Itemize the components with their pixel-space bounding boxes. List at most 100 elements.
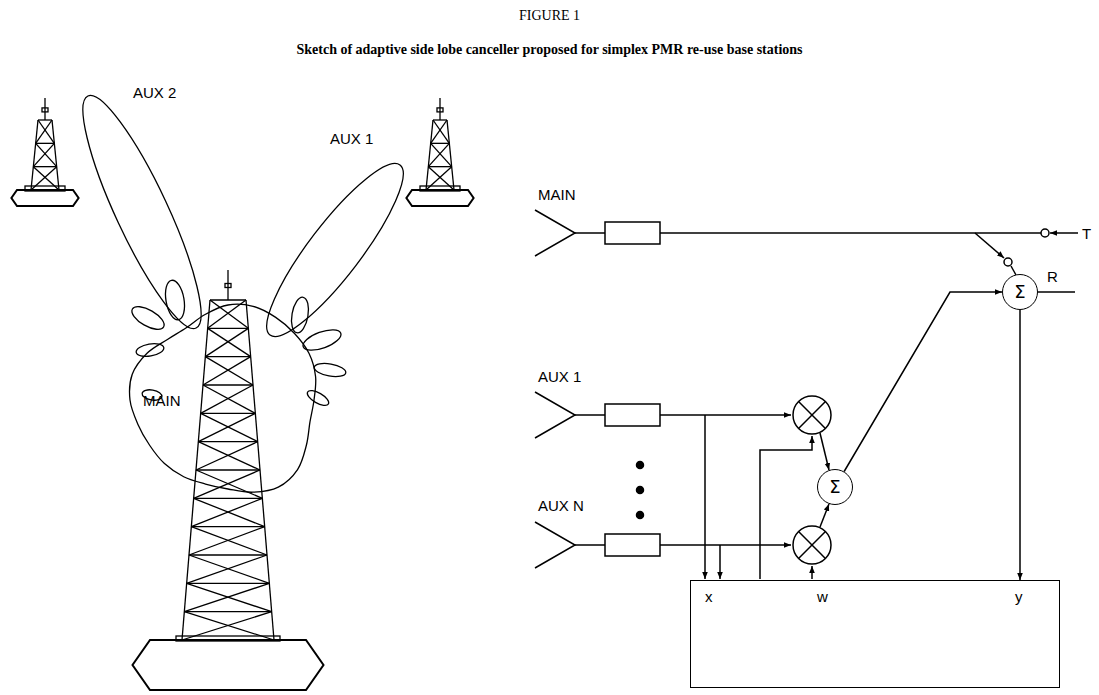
antenna-symbol	[535, 210, 575, 256]
drawing-stroke	[208, 328, 251, 356]
signal-name: x	[705, 589, 713, 604]
drawing-stroke	[431, 120, 447, 143]
drawing-stroke	[447, 120, 454, 190]
antenna-label: MAIN	[538, 186, 576, 203]
tower-base	[406, 190, 473, 206]
signal-wire	[575, 544, 605, 546]
drawing-stroke	[189, 527, 265, 555]
signal-wire	[811, 566, 813, 579]
drawing-stroke	[439, 98, 440, 120]
drawing-stroke	[428, 166, 451, 167]
drawing-stroke	[201, 385, 253, 413]
drawing-stroke	[36, 143, 55, 144]
drawing-stroke	[11, 85, 473, 690]
ellipsis-dot	[637, 487, 644, 494]
filter-box	[605, 534, 660, 556]
drawing-stroke	[189, 555, 269, 583]
drawing-stroke	[433, 120, 449, 143]
figure-title: FIGURE 1	[0, 8, 1099, 24]
side-lobe	[128, 302, 167, 334]
drawing-stroke	[428, 143, 449, 166]
signal-name: w	[817, 589, 828, 604]
signal-wire	[975, 233, 1004, 258]
drawing-stroke	[431, 143, 452, 166]
drawing-stroke	[198, 441, 257, 442]
drawing-stroke	[38, 120, 54, 143]
signal-wire	[660, 232, 1041, 234]
drawing-stroke	[184, 611, 271, 612]
signal-wire	[660, 544, 791, 546]
signal-wire	[820, 504, 829, 527]
drawing-stroke	[44, 98, 45, 120]
drawing-stroke	[187, 583, 270, 584]
lobe-label: MAIN	[143, 392, 181, 409]
drawing-stroke	[187, 555, 267, 583]
sum-symbol: Σ	[1014, 283, 1025, 301]
drawing-stroke	[205, 328, 248, 356]
drawing-stroke	[793, 526, 831, 564]
drawing-stroke	[437, 108, 443, 112]
drawing-stroke	[205, 356, 250, 357]
drawing-stroke	[33, 166, 56, 167]
drawing-stroke	[191, 526, 264, 527]
signal-connector	[844, 292, 1002, 471]
drawing-stroke	[227, 270, 228, 300]
signal-wire	[719, 545, 721, 579]
side-lobe	[289, 296, 311, 334]
drawing-stroke	[52, 120, 59, 190]
drawing-stroke	[201, 413, 258, 441]
signal-wire	[820, 433, 829, 470]
lattice-tower	[11, 98, 78, 206]
drawing-stroke	[31, 120, 38, 190]
ellipsis-dot	[637, 512, 644, 519]
drawing-stroke	[36, 143, 57, 166]
drawing-stroke	[426, 120, 433, 190]
drawing-stroke	[196, 442, 258, 470]
arrow-head	[844, 292, 1020, 580]
drawing-stroke	[33, 143, 54, 166]
drawing-stroke	[799, 532, 826, 559]
drawing-stroke	[799, 402, 826, 429]
summer-node: Σ	[1002, 274, 1038, 310]
drawing-stroke	[42, 108, 48, 112]
drawing-stroke	[205, 357, 253, 385]
drawing-stroke	[198, 413, 255, 441]
drawing-stroke	[208, 300, 246, 328]
drawing-stroke	[225, 284, 231, 288]
signal-name: y	[1015, 589, 1023, 604]
signal-connector	[1019, 310, 1021, 580]
drawing-stroke	[433, 119, 447, 120]
terminal	[1041, 229, 1049, 237]
figure-caption: Sketch of adaptive side lobe canceller p…	[0, 42, 1099, 58]
tower-base	[11, 190, 78, 206]
drawing-stroke	[36, 120, 52, 143]
drawing-stroke	[187, 583, 272, 611]
drawing-stroke	[189, 554, 267, 555]
signal-wire	[575, 414, 605, 416]
signal-wire	[575, 232, 605, 234]
side-lobe	[305, 388, 331, 409]
drawing-stroke	[799, 532, 826, 559]
drawing-stroke	[196, 470, 262, 498]
aux2-lobe	[64, 85, 219, 339]
drawing-stroke	[203, 357, 251, 385]
multiplier-symbol	[793, 526, 831, 564]
drawing-stroke	[191, 498, 262, 526]
drawing-stroke	[210, 300, 248, 328]
adaptive-processor: xwy	[690, 580, 1060, 688]
drawing-stroke	[793, 396, 831, 434]
antenna-symbol	[535, 392, 575, 438]
drawing-stroke	[184, 583, 269, 611]
port-label: T	[1082, 225, 1091, 242]
side-lobe	[163, 279, 188, 322]
filter-box	[605, 222, 660, 244]
drawing-stroke	[210, 299, 246, 300]
side-lobe	[300, 326, 343, 355]
drawing-stroke	[194, 498, 263, 499]
lobe-label: AUX 2	[133, 84, 176, 101]
antenna-symbol	[535, 522, 575, 568]
sum-symbol: Σ	[829, 478, 840, 496]
summer-node: Σ	[817, 469, 853, 505]
antenna-label: AUX 1	[538, 368, 581, 385]
